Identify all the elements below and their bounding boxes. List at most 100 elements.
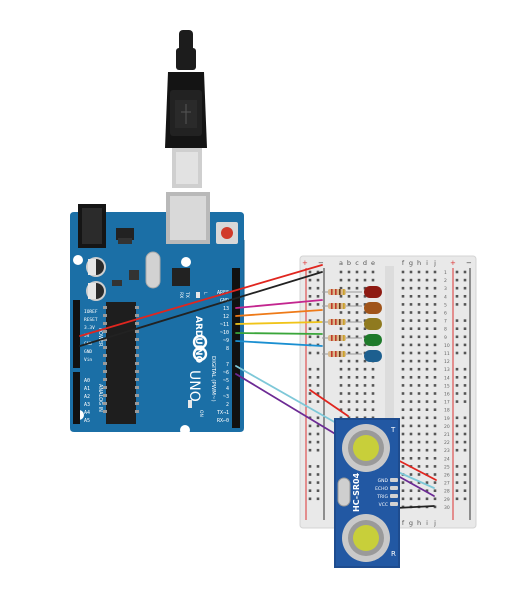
rail-hole[interactable] [316, 367, 320, 371]
rail-hole[interactable] [308, 286, 312, 290]
breadboard-hole[interactable] [347, 311, 351, 314]
breadboard-hole[interactable] [355, 327, 359, 330]
breadboard-hole[interactable] [401, 270, 405, 274]
rail-hole[interactable] [316, 303, 320, 306]
rail-hole[interactable] [463, 489, 467, 492]
breadboard-hole[interactable] [339, 392, 343, 395]
breadboard-hole[interactable] [401, 376, 405, 379]
breadboard-hole[interactable] [433, 440, 437, 444]
breadboard-hole[interactable] [363, 327, 367, 330]
breadboard-hole[interactable] [425, 440, 429, 444]
rail-hole[interactable] [308, 392, 312, 395]
rail-hole[interactable] [308, 481, 312, 484]
breadboard-hole[interactable] [355, 286, 359, 290]
breadboard-hole[interactable] [355, 408, 359, 411]
rail-hole[interactable] [455, 432, 459, 436]
rail-hole[interactable] [308, 440, 312, 444]
rail-hole[interactable] [455, 400, 459, 403]
breadboard-hole[interactable] [347, 408, 351, 411]
breadboard-hole[interactable] [433, 505, 437, 509]
breadboard-hole[interactable] [433, 432, 437, 436]
breadboard-hole[interactable] [433, 286, 437, 290]
breadboard-hole[interactable] [417, 311, 421, 314]
breadboard-hole[interactable] [409, 424, 413, 428]
rail-hole[interactable] [463, 392, 467, 395]
breadboard-hole[interactable] [417, 278, 421, 282]
breadboard-hole[interactable] [355, 335, 359, 339]
breadboard-hole[interactable] [401, 303, 405, 306]
rail-hole[interactable] [308, 303, 312, 306]
rail-hole[interactable] [308, 295, 312, 298]
rail-hole[interactable] [455, 351, 459, 355]
breadboard-hole[interactable] [401, 335, 405, 339]
rail-hole[interactable] [455, 327, 459, 330]
breadboard-hole[interactable] [363, 400, 367, 403]
breadboard-hole[interactable] [347, 286, 351, 290]
rail-hole[interactable] [316, 319, 320, 322]
breadboard-hole[interactable] [409, 343, 413, 347]
breadboard-hole[interactable] [363, 376, 367, 379]
breadboard-hole[interactable] [409, 400, 413, 403]
breadboard-hole[interactable] [433, 343, 437, 347]
breadboard-hole[interactable] [339, 416, 343, 420]
rail-hole[interactable] [308, 424, 312, 428]
breadboard-hole[interactable] [425, 327, 429, 330]
breadboard-hole[interactable] [417, 303, 421, 306]
breadboard-hole[interactable] [425, 351, 429, 355]
rail-hole[interactable] [308, 432, 312, 436]
breadboard-hole[interactable] [425, 270, 429, 274]
breadboard-hole[interactable] [425, 343, 429, 347]
breadboard-hole[interactable] [347, 392, 351, 395]
rail-hole[interactable] [316, 489, 320, 492]
breadboard-hole[interactable] [417, 448, 421, 452]
breadboard-hole[interactable] [417, 286, 421, 290]
breadboard-hole[interactable] [401, 489, 405, 492]
breadboard-hole[interactable] [417, 367, 421, 371]
breadboard-hole[interactable] [425, 392, 429, 395]
rail-hole[interactable] [316, 432, 320, 436]
breadboard-hole[interactable] [401, 497, 405, 501]
breadboard-hole[interactable] [433, 384, 437, 387]
breadboard-hole[interactable] [417, 473, 421, 476]
breadboard-hole[interactable] [409, 384, 413, 387]
breadboard-hole[interactable] [433, 465, 437, 468]
rail-hole[interactable] [316, 270, 320, 274]
breadboard-hole[interactable] [363, 343, 367, 347]
breadboard-hole[interactable] [401, 432, 405, 436]
breadboard-hole[interactable] [339, 384, 343, 387]
rail-hole[interactable] [463, 400, 467, 403]
breadboard-hole[interactable] [339, 295, 343, 298]
breadboard-hole[interactable] [433, 489, 437, 492]
rail-hole[interactable] [463, 376, 467, 379]
rail-hole[interactable] [316, 400, 320, 403]
breadboard-hole[interactable] [409, 303, 413, 306]
breadboard-hole[interactable] [409, 359, 413, 363]
breadboard-hole[interactable] [401, 327, 405, 330]
breadboard-hole[interactable] [409, 457, 413, 460]
rail-hole[interactable] [316, 448, 320, 452]
breadboard-hole[interactable] [417, 376, 421, 379]
breadboard-hole[interactable] [339, 278, 343, 282]
breadboard-hole[interactable] [409, 367, 413, 371]
rail-hole[interactable] [308, 270, 312, 274]
breadboard-hole[interactable] [425, 408, 429, 411]
breadboard-hole[interactable] [401, 457, 405, 460]
breadboard-hole[interactable] [401, 440, 405, 444]
breadboard-hole[interactable] [355, 295, 359, 298]
rail-hole[interactable] [316, 416, 320, 420]
breadboard-hole[interactable] [339, 311, 343, 314]
rail-hole[interactable] [455, 416, 459, 420]
breadboard-hole[interactable] [401, 384, 405, 387]
breadboard-hole[interactable] [409, 270, 413, 274]
breadboard-hole[interactable] [425, 278, 429, 282]
breadboard-hole[interactable] [401, 278, 405, 282]
breadboard-hole[interactable] [433, 448, 437, 452]
rail-hole[interactable] [316, 440, 320, 444]
breadboard-hole[interactable] [425, 432, 429, 436]
breadboard-hole[interactable] [363, 286, 367, 290]
rail-hole[interactable] [455, 319, 459, 322]
breadboard-hole[interactable] [347, 343, 351, 347]
breadboard-hole[interactable] [409, 408, 413, 411]
breadboard-hole[interactable] [339, 343, 343, 347]
breadboard-hole[interactable] [425, 416, 429, 420]
